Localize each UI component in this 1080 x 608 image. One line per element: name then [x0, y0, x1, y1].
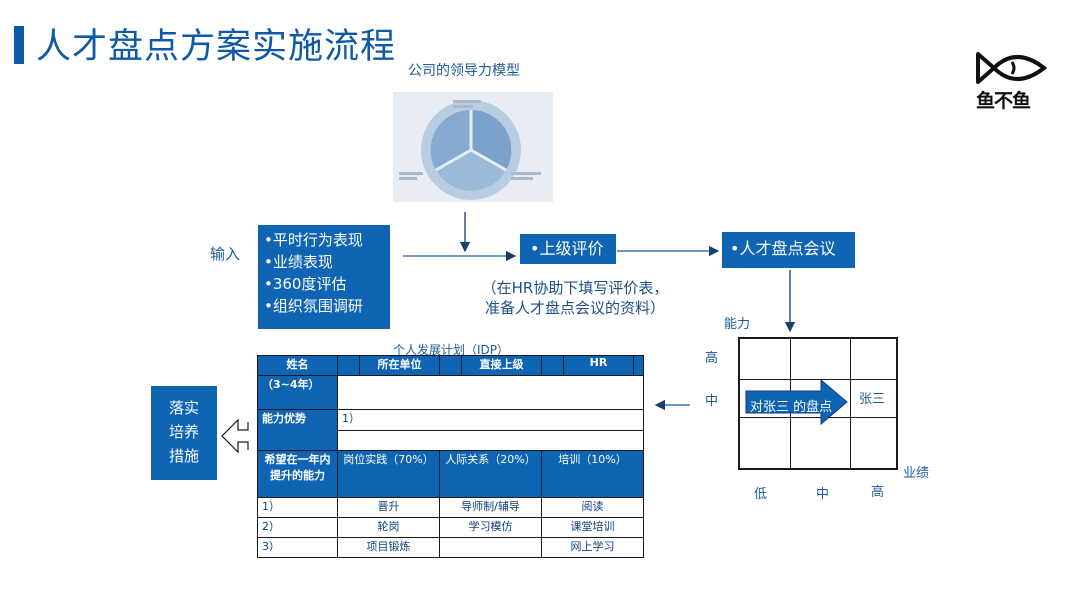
idp-strength-cell: 1）	[337, 409, 644, 431]
idp-header-cell: HR	[563, 355, 634, 376]
talent-meeting-box: •人才盘点会议	[722, 232, 855, 268]
idp-cell: 1）	[257, 497, 338, 518]
input-item: •业绩表现	[264, 253, 333, 271]
input-box: •平时行为表现 •业绩表现 •360度评估 •组织氛围调研	[258, 225, 390, 329]
matrix-x-level: 低	[754, 487, 768, 502]
idp-strength-label: 能力优势	[257, 409, 338, 451]
logo-text: 鱼不鱼	[976, 90, 1031, 112]
idp-header-cell	[633, 355, 644, 376]
matrix-x-axis-label: 业绩	[903, 466, 930, 481]
review-note: （在HR协助下填写评价表， 准备人才盘点会议的资料）	[480, 278, 670, 318]
note-line: （在HR协助下填写评价表，	[481, 279, 669, 297]
implement-line: 措施	[168, 447, 199, 465]
implement-line: 培养	[168, 423, 199, 441]
input-item: •组织氛围调研	[264, 297, 363, 315]
idp-cell: 轮岗	[337, 517, 440, 538]
model-caption: 公司的领导力模型	[408, 63, 520, 79]
matrix-arrow-text: 对张三 的盘点	[750, 400, 833, 415]
implement-measures-box: 落实 培养 措施	[151, 386, 217, 480]
table-row: 1） 晋升 导师制/辅导 阅读	[257, 497, 644, 518]
superior-review-box: •上级评价	[520, 234, 616, 264]
idp-header-cell: 姓名	[257, 355, 338, 376]
idp-cell: 导师制/辅导	[439, 497, 542, 518]
idp-goal-cell	[337, 375, 644, 410]
matrix-y-level: 高	[705, 351, 719, 366]
matrix-y-level: 中	[705, 394, 719, 409]
idp-cell: 项目锻炼	[337, 537, 440, 558]
idp-title: 个人发展计划（IDP）	[393, 343, 510, 357]
brand-logo: 鱼不鱼	[972, 48, 1052, 112]
leadership-model-pie-icon	[393, 92, 553, 202]
idp-header-cell	[541, 355, 564, 376]
table-row	[258, 429, 644, 451]
table-row: 希望在一年内提升的能力 岗位实践（70%） 人际关系（20%） 培训（10%）	[257, 450, 644, 498]
matrix-person-name: 张三	[859, 392, 886, 407]
table-row: 能力优势 1）	[257, 409, 644, 451]
idp-method-cell: 培训（10%）	[541, 450, 644, 498]
matrix-x-level: 中	[816, 487, 830, 502]
input-item: •平时行为表现	[264, 231, 363, 249]
idp-header-cell: 所在单位	[359, 355, 440, 376]
input-item: •360度评估	[264, 275, 347, 293]
matrix-y-axis-label: 能力	[724, 317, 751, 332]
implement-line: 落实	[168, 399, 199, 417]
idp-improve-label: 希望在一年内提升的能力	[257, 450, 338, 498]
grid-line	[740, 379, 896, 380]
idp-cell: 阅读	[541, 497, 644, 518]
page-title: 人才盘点方案实施流程	[36, 27, 397, 67]
title-accent-bar	[14, 26, 24, 64]
matrix-x-level: 高	[871, 485, 885, 500]
idp-cell: 2）	[257, 517, 338, 538]
idp-cell: 晋升	[337, 497, 440, 518]
idp-cell: 3）	[257, 537, 338, 558]
idp-strength-cell	[337, 429, 644, 451]
idp-goal-label: （3~4年）	[257, 375, 338, 410]
left-hollow-arrow	[221, 418, 249, 454]
idp-header-cell: 直接上级	[461, 355, 542, 376]
idp-cell: 学习模仿	[439, 517, 542, 538]
idp-cell: 网上学习	[541, 537, 644, 558]
table-row: 姓名 所在单位 直接上级 HR	[257, 355, 644, 376]
idp-method-cell: 人际关系（20%）	[439, 450, 542, 498]
input-label: 输入	[210, 245, 241, 263]
table-row: 3） 项目锻炼 网上学习	[257, 537, 644, 558]
leadership-model-image	[393, 92, 553, 202]
grid-line	[850, 339, 851, 468]
idp-method-cell: 岗位实践（70%）	[337, 450, 440, 498]
grid-line	[740, 417, 896, 418]
idp-cell	[439, 537, 542, 558]
table-row: 2） 轮岗 学习模仿 课堂培训	[257, 517, 644, 538]
fish-icon	[976, 52, 1048, 84]
table-row: （3~4年）	[257, 375, 644, 410]
idp-header-cell	[337, 355, 360, 376]
idp-header-cell	[439, 355, 462, 376]
note-line: 准备人才盘点会议的资料）	[484, 299, 665, 317]
assessment-arrow-icon	[745, 378, 848, 426]
idp-cell: 课堂培训	[541, 517, 644, 538]
idp-table: 姓名 所在单位 直接上级 HR （3~4年） 能力优势 1） 希望在一年内提升的…	[257, 355, 644, 558]
